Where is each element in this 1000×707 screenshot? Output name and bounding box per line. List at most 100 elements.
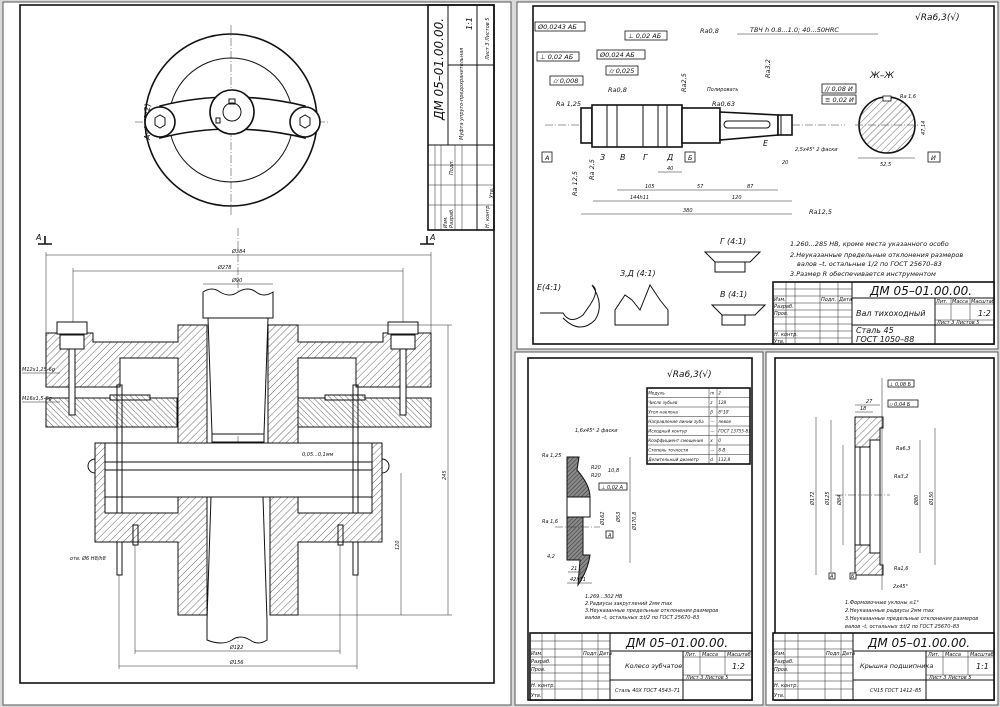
- shaft-dimensions: 105 57 87 40 144h11 120 380 20 2,5х45° 2…: [581, 87, 838, 215]
- drawing-annotation: В: [620, 153, 626, 162]
- drawing-annotation: Масса: [945, 652, 961, 658]
- drawing-annotation: 120: [732, 195, 742, 201]
- drawing-annotation: Б: [688, 154, 693, 162]
- drawing-annotation: R20: [591, 473, 601, 479]
- drawing-annotation: ≡ 0,02 И: [825, 96, 854, 104]
- drawing-annotation: Ra 1,6: [542, 519, 558, 525]
- drawing-annotation: Ra3,2: [894, 474, 909, 480]
- drawing-annotation: Ø384: [231, 248, 245, 255]
- section-mark-left: А: [35, 233, 41, 242]
- bolt-left: [56, 321, 88, 416]
- drawing-annotation: 2х45°: [893, 584, 909, 590]
- drawing-annotation: Ø84: [836, 495, 843, 506]
- sheet-assembly: А–А (1:2) А А: [2, 1, 512, 706]
- drawing-annotation: валов –t, остальных ±t/2 по ГОСТ 25670–8…: [845, 624, 959, 630]
- drawing-annotation: Д: [666, 153, 673, 162]
- label-utv: Утв.: [531, 693, 542, 699]
- sheet-number: Лист 3 Листов 5: [485, 18, 491, 61]
- label-utv: Утв.: [774, 693, 785, 699]
- drawing-annotation: 52,5: [880, 162, 891, 168]
- material: Сталь 45: [856, 326, 894, 335]
- scale: 1:2: [732, 662, 745, 671]
- hardening-note: ТВЧ h 0.8...1.0; 40...50HRC: [750, 26, 839, 34]
- drawing-annotation: Подп.: [583, 651, 598, 657]
- drawing-annotation: Ø122: [229, 644, 243, 651]
- drawing-annotation: Ra2,5: [680, 73, 688, 92]
- drawing-annotation: А: [829, 574, 834, 580]
- sheet-cover: ⊥ 0,08 Б ⌭ 0,04 Б 27 18 Ø172 Ø125 Ø84 Ø8…: [765, 351, 999, 706]
- drawing-annotation: 0,05...0,1мм: [302, 452, 334, 458]
- general-roughness: √Ra6,3(√): [915, 12, 960, 23]
- drawing-annotation: 245: [442, 470, 448, 480]
- drawing-annotation: 20: [782, 160, 788, 166]
- drawing-annotation: 87: [747, 184, 754, 190]
- drawing-designation: ДМ 05–01.00.00.: [869, 284, 972, 298]
- svg-text:⊥ 0,08 Б: ⊥ 0,08 Б: [889, 382, 912, 388]
- drawing-annotation: Ø172: [809, 492, 816, 506]
- drawing-annotation: Б: [851, 574, 855, 580]
- table-cell: β: [710, 410, 713, 415]
- drawing-annotation: Дата: [598, 651, 612, 657]
- drawing-annotation: Ø80: [913, 495, 920, 506]
- drawing-annotation: 1.260...285 НВ, кроме места указанного о…: [790, 240, 949, 248]
- gear-section: 1,6х45° 2 фаски R20 R20 10,8 Ø162 Ø53 Ø1…: [542, 428, 638, 587]
- drawing-annotation: 2.Неуказанные предельные отклонения разм…: [790, 251, 963, 259]
- table-cell: ГОСТ 13755-81: [718, 429, 751, 434]
- drawing-annotation: Масштаб: [970, 652, 994, 658]
- drawing-annotation: Пров.: [774, 311, 789, 317]
- drawing-annotation: ⊥ 0,02 АБ: [628, 32, 662, 40]
- drawing-annotation: Ra6,3: [896, 446, 911, 452]
- cover-section: ⊥ 0,08 Б ⌭ 0,04 Б 27 18 Ø172 Ø125 Ø84 Ø8…: [809, 378, 936, 590]
- svg-text:⌭ 0,04 Б: ⌭ 0,04 Б: [889, 402, 911, 408]
- drawing-annotation: Разраб.: [774, 304, 794, 310]
- drawing-annotation: 2.Радиусы закруглений 2мм max: [585, 601, 672, 607]
- drawing-annotation: Подп.: [821, 297, 836, 303]
- drawing-annotation: валов –t, остальные 1/2 по ГОСТ 25670–83: [797, 260, 942, 268]
- material-standard: ГОСТ 1050–88: [856, 335, 914, 344]
- drawing-annotation: 42h11: [570, 577, 586, 583]
- tolerance-frames: Ø0,0243 АБ ⊥ 0,02 АБ ⊥ 0,02 АБ Ø0,024 АБ…: [534, 21, 857, 105]
- drawing-annotation: Ra 1,25: [556, 100, 581, 108]
- shaft-view: Ø0,0243 АБ ⊥ 0,02 АБ ⊥ 0,02 АБ Ø0,024 АБ…: [534, 21, 941, 216]
- drawing-annotation: валов –t, остальных ±t/2 по ГОСТ 25670–8…: [585, 615, 699, 621]
- technical-notes-gear: 1.269...302 НВ 2.Радиусы закруглений 2мм…: [585, 594, 718, 621]
- table-cell: —: [710, 429, 715, 434]
- drawing-annotation: 21: [571, 566, 577, 572]
- drawing-annotation: R20: [591, 465, 601, 471]
- drawing-annotation: Е: [763, 139, 769, 148]
- table-cell: 112,8: [718, 457, 730, 462]
- drawing-annotation: Ra 1,25: [542, 453, 561, 459]
- drawing-annotation: В (4:1): [720, 290, 747, 299]
- drawing-annotation: Е(4:1): [537, 283, 561, 292]
- drawing-annotation: Ø125: [824, 492, 831, 506]
- drawing-annotation: Пров.: [531, 667, 546, 673]
- table-cell: 8°10': [718, 410, 729, 415]
- drawing-annotation: 120: [395, 540, 401, 550]
- sheet-number: Лист 3 Листов 5: [685, 675, 728, 681]
- drawing-name: Вал тихоходный: [856, 309, 925, 318]
- table-cell: x: [709, 438, 713, 443]
- base-labels: А Б И З В Г Д Е: [541, 139, 941, 163]
- drawing-annotation: 105: [645, 184, 655, 190]
- drawing-annotation: Г (4:1): [720, 237, 746, 246]
- drawing-annotation: Лит.: [935, 299, 948, 305]
- drawing-annotation: А: [544, 154, 549, 162]
- table-cell: левое: [717, 419, 731, 424]
- table-cell: Число зубьев: [648, 400, 678, 405]
- section-view: Ø384 Ø278 Ø90 245 120 Ø122 Ø156 0,05...0…: [22, 228, 452, 669]
- drawing-annotation: 380: [683, 208, 693, 214]
- drawing-annotation: 2,5х45° 2 фаски: [795, 147, 838, 153]
- drawing-annotation: Лит.: [927, 652, 940, 658]
- dimensions: Ø384 Ø278 Ø90 245 120 Ø122 Ø156 0,05...0…: [22, 248, 452, 669]
- drawing-designation: ДМ 05–01.00.00.: [432, 18, 446, 121]
- drawing-annotation: 3.Неуказанные предельные отклонения разм…: [585, 608, 718, 614]
- drawing-annotation: Подп.: [449, 160, 455, 175]
- drawing-annotation: Н. контр.: [531, 683, 555, 689]
- drawing-annotation: Г: [643, 153, 648, 162]
- table-cell: 0: [718, 438, 721, 443]
- drawing-annotation: ⊥ 0,02 АБ: [540, 53, 574, 61]
- drawing-annotation: 2.Неуказанные радиусы 2мм max: [845, 608, 934, 614]
- table-cell: Степень точности: [648, 448, 688, 453]
- svg-text:⊥ 0,02 А: ⊥ 0,02 А: [601, 485, 624, 491]
- table-cell: Исходный контур: [648, 429, 687, 434]
